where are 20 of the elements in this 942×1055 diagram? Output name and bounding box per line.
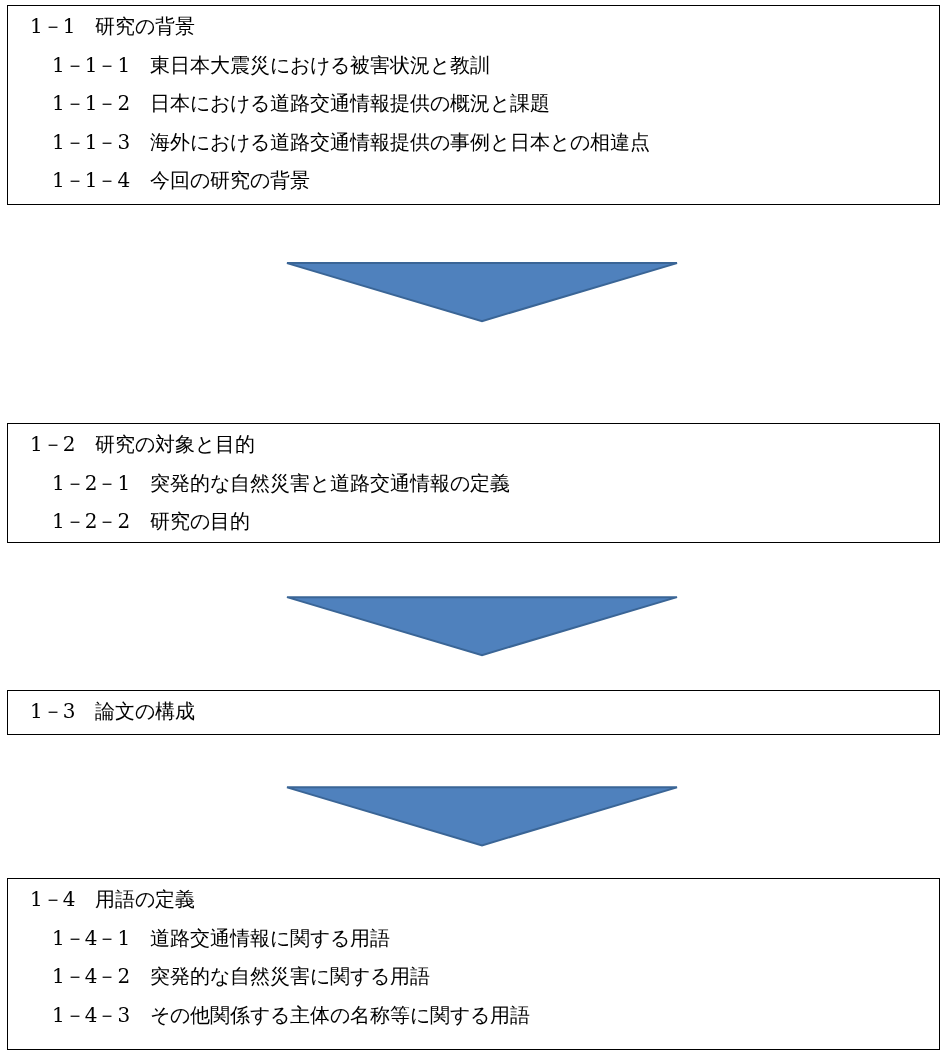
subsection-heading: 1－1－4 今回の研究の背景 [52,168,311,192]
section-heading: 1－1 研究の背景 [30,14,196,38]
subsection-heading: 1－1－1 東日本大震災における被害状況と教訓 [52,52,491,77]
down-arrow [286,262,678,323]
subsection-heading: 1－4－1 道路交通情報に関する用語 [52,925,391,950]
section-box [7,690,940,735]
down-arrow [286,596,678,657]
section-heading: 1－2 研究の対象と目的 [30,432,256,456]
subsection-heading: 1－4－3 その他関係する主体の名称等に関する用語 [52,1002,531,1027]
section-heading: 1－3 論文の構成 [30,699,196,723]
down-arrow [286,786,678,847]
subsection-heading: 1－2－2 研究の目的 [52,509,251,533]
section-heading: 1－4 用語の定義 [30,887,196,911]
subsection-heading: 1－1－2 日本における道路交通情報提供の概況と課題 [52,91,551,115]
subsection-heading: 1－4－2 突発的な自然災害に関する用語 [52,964,431,988]
subsection-heading: 1－1－3 海外における道路交通情報提供の事例と日本との相違点 [52,129,651,154]
subsection-heading: 1－2－1 突発的な自然災害と道路交通情報の定義 [52,470,511,495]
section-box [7,423,940,543]
section-box [7,878,940,1050]
section-box [7,5,940,205]
